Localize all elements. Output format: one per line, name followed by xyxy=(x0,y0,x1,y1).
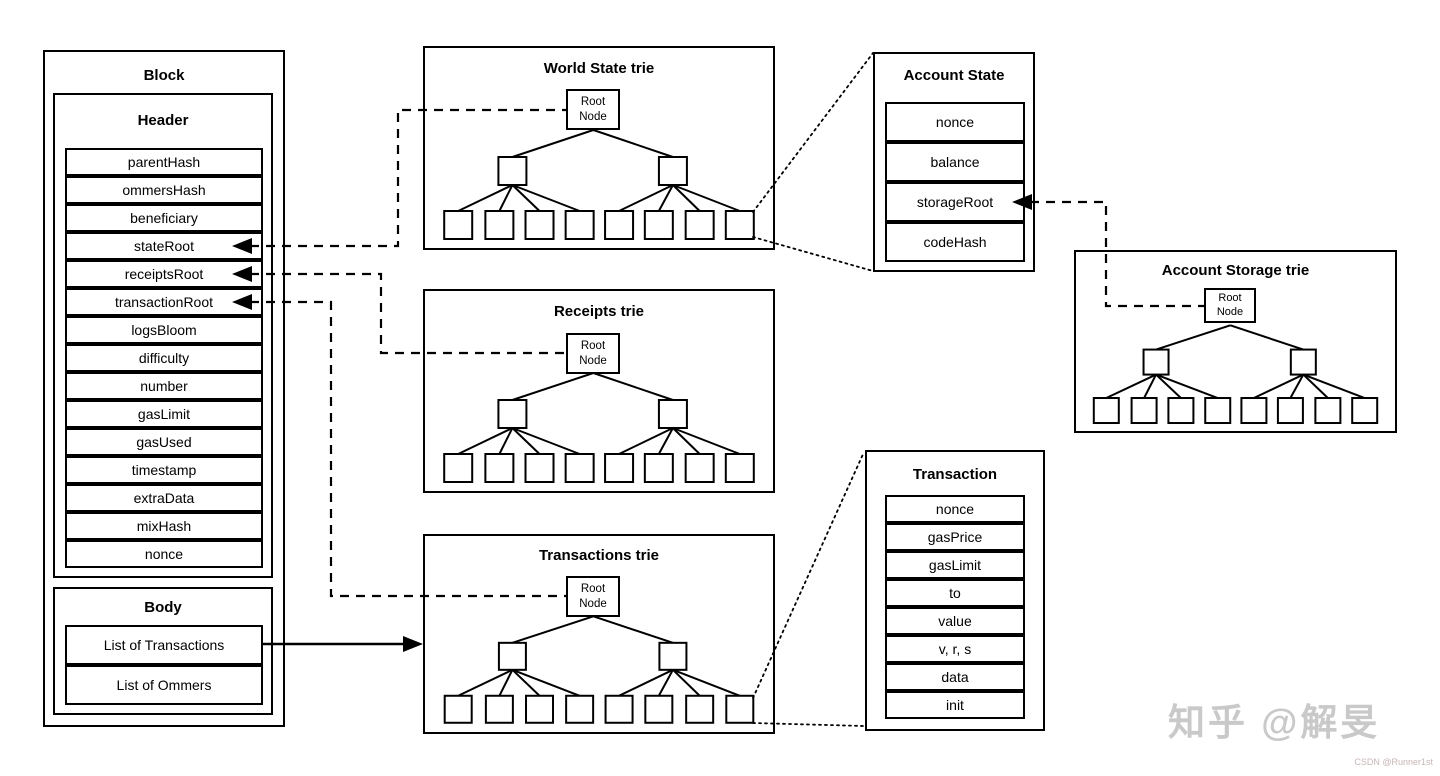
account-state-title: Account State xyxy=(903,67,1005,84)
account-storage-root-node: Root Node xyxy=(1204,288,1256,323)
field-timestamp: timestamp xyxy=(65,456,263,484)
field-tx-nonce: nonce xyxy=(885,495,1025,523)
transactions-trie-title: Transactions trie xyxy=(538,547,660,564)
account-storage-root-label: Root Node xyxy=(1216,291,1244,318)
field-as-nonce: nonce xyxy=(885,102,1025,142)
field-ommershash: ommersHash xyxy=(65,176,263,204)
field-gaslimit: gasLimit xyxy=(65,400,263,428)
field-number: number xyxy=(65,372,263,400)
field-logsbloom: logsBloom xyxy=(65,316,263,344)
body-item-transactions: List of Transactions xyxy=(65,625,263,665)
world-state-trie-box: World State trie xyxy=(423,46,775,250)
receipts-trie-title: Receipts trie xyxy=(553,303,645,320)
field-tx-value: value xyxy=(885,607,1025,635)
transactions-trie-box: Transactions trie xyxy=(423,534,775,734)
body-item-ommers: List of Ommers xyxy=(65,665,263,705)
world-state-root-node: Root Node xyxy=(566,89,620,130)
transactions-root-label: Root Node xyxy=(579,583,607,610)
block-title: Block xyxy=(143,67,185,84)
account-storage-trie-box: Account Storage trie xyxy=(1074,250,1397,433)
field-beneficiary: beneficiary xyxy=(65,204,263,232)
field-receiptsroot: receiptsRoot xyxy=(65,260,263,288)
field-as-balance: balance xyxy=(885,142,1025,182)
block-header-title: Header xyxy=(137,112,189,129)
field-transactionroot: transactionRoot xyxy=(65,288,263,316)
field-difficulty: difficulty xyxy=(65,344,263,372)
field-as-storageroot: storageRoot xyxy=(885,182,1025,222)
field-stateroot: stateRoot xyxy=(65,232,263,260)
account-state-fields: nonce balance storageRoot codeHash xyxy=(885,102,1025,262)
field-tx-data: data xyxy=(885,663,1025,691)
watermark-zhihu: 知乎 @解旻 xyxy=(1168,702,1381,743)
transaction-fields: nonce gasPrice gasLimit to value v, r, s… xyxy=(885,495,1025,719)
field-tx-gasprice: gasPrice xyxy=(885,523,1025,551)
field-extradata: extraData xyxy=(65,484,263,512)
field-tx-to: to xyxy=(885,579,1025,607)
transactions-root-node: Root Node xyxy=(566,576,620,617)
field-tx-gaslimit: gasLimit xyxy=(885,551,1025,579)
field-as-codehash: codeHash xyxy=(885,222,1025,262)
field-tx-init: init xyxy=(885,691,1025,719)
header-fields: parentHash ommersHash beneficiary stateR… xyxy=(65,148,263,568)
transactions-list-arrowhead-icon xyxy=(403,636,423,652)
field-nonce: nonce xyxy=(65,540,263,568)
watermark-csdn: CSDN @Runner1st xyxy=(1354,757,1433,767)
field-gasused: gasUsed xyxy=(65,428,263,456)
block-body-title: Body xyxy=(144,599,182,616)
receipts-root-node: Root Node xyxy=(566,333,620,374)
account-storage-trie-title: Account Storage trie xyxy=(1161,262,1310,279)
field-parenthash: parentHash xyxy=(65,148,263,176)
receipts-trie-box: Receipts trie xyxy=(423,289,775,493)
world-state-trie-title: World State trie xyxy=(543,60,655,77)
transaction-title: Transaction xyxy=(912,466,998,483)
body-items: List of Transactions List of Ommers xyxy=(65,625,263,705)
receipts-root-label: Root Node xyxy=(579,340,607,367)
world-state-root-label: Root Node xyxy=(579,96,607,123)
field-tx-vrs: v, r, s xyxy=(885,635,1025,663)
field-mixhash: mixHash xyxy=(65,512,263,540)
